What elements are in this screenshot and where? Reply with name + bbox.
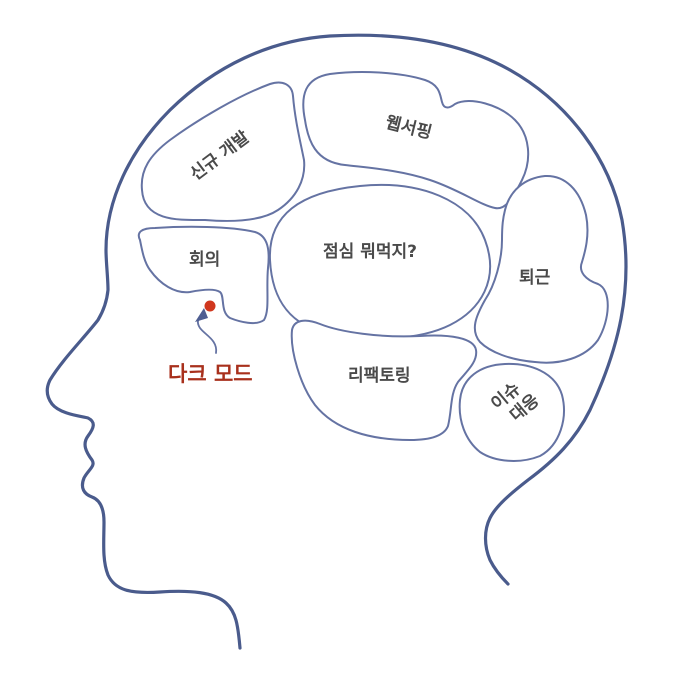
region-new-development xyxy=(140,81,306,222)
region-refactoring xyxy=(290,319,478,442)
highlight-dot xyxy=(204,300,216,312)
label-refactoring: 리팩토링 xyxy=(348,366,411,386)
pointer-line xyxy=(196,314,217,354)
label-leave-work: 퇴근 xyxy=(519,268,551,288)
label-dark-mode: 다크 모드 xyxy=(168,362,253,386)
head-outline xyxy=(45,33,628,650)
label-meeting: 회의 xyxy=(189,250,221,270)
region-meeting xyxy=(137,225,270,325)
label-lunch: 점심 뭐먹지? xyxy=(323,242,417,262)
arrowhead-icon xyxy=(195,308,208,322)
region-issue-response xyxy=(458,362,565,462)
region-web-surfing xyxy=(302,71,530,210)
region-leave-work xyxy=(473,174,609,364)
